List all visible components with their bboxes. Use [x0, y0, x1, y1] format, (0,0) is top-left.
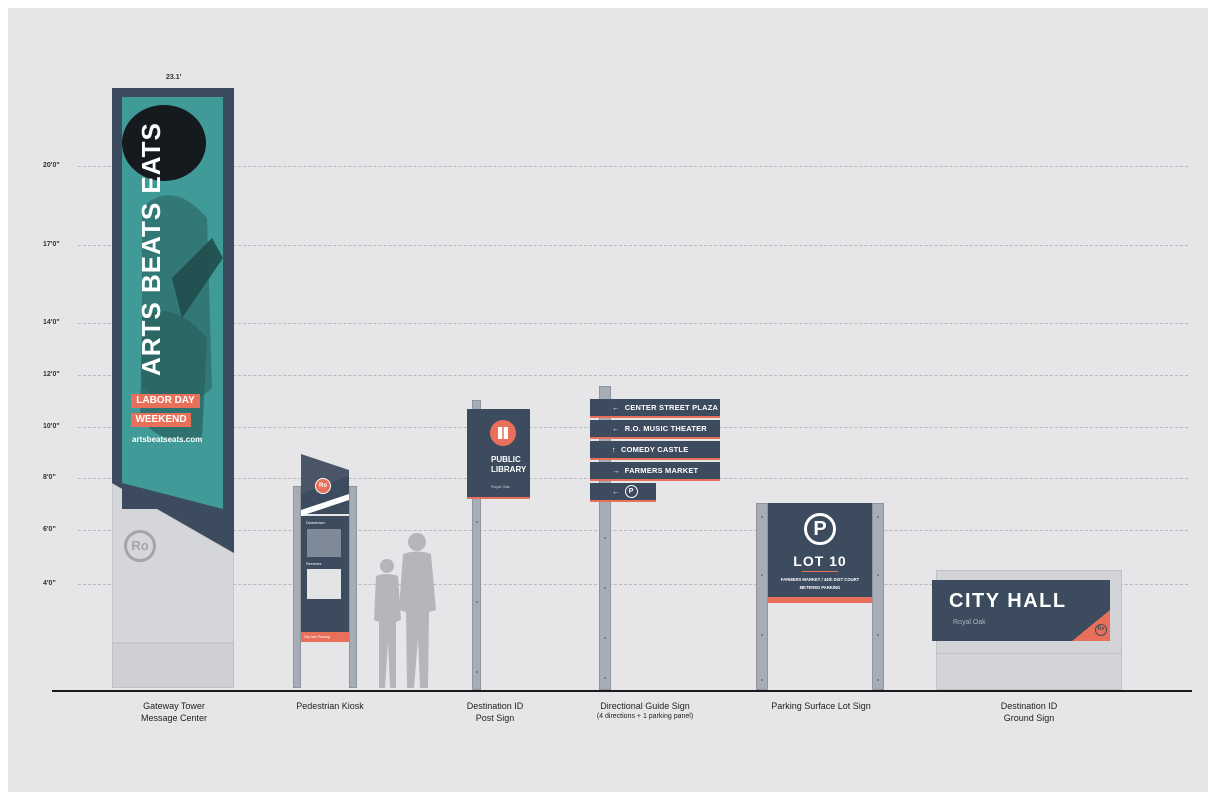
- arrow-left-icon: ←: [612, 487, 620, 496]
- caption-directional: Directional Guide Sign (4 directions + 1…: [575, 700, 715, 721]
- caption-parking-lot: Parking Surface Lot Sign: [756, 700, 886, 712]
- caption-gateway-tower: Gateway Tower Message Center: [119, 700, 229, 724]
- ground-sign-panel: [932, 580, 1110, 641]
- arrow-left-icon: ←: [612, 403, 620, 412]
- lot-line1: FARMERS MARKET / 44th DIST COURT: [780, 577, 860, 582]
- ground-sign-subtitle: Royal Oak: [953, 619, 986, 626]
- ground-sign-logo-icon: Ro: [1095, 624, 1107, 636]
- caption-line: Ground Sign: [1003, 713, 1055, 723]
- lot-post-left: [756, 503, 768, 690]
- parking-lot-sign: P LOT 10 FARMERS MARKET / 44th DIST COUR…: [756, 503, 886, 690]
- post-sign-line2: LIBRARY: [491, 465, 527, 474]
- gateway-tower: ARTS BEATS EATS LABOR DAY WEEKEND artsbe…: [112, 88, 234, 688]
- tower-height-dimension: 23.1': [166, 74, 182, 81]
- kiosk-map-panel: Downtown Services: [301, 516, 349, 632]
- height-label-14ft: 14'0": [43, 319, 60, 326]
- direction-label: CENTER STREET PLAZA: [624, 403, 719, 412]
- gridline-6ft: [78, 530, 1188, 531]
- kiosk-directory-list: [307, 569, 341, 599]
- caption-line: Directional Guide Sign: [600, 701, 690, 711]
- caption-line: Gateway Tower: [143, 701, 205, 711]
- height-label-20ft: 20'0": [43, 162, 60, 169]
- kiosk-post-right: [349, 486, 357, 688]
- royal-oak-logo-icon: Ro: [124, 530, 156, 562]
- direction-row: → FARMERS MARKET: [590, 462, 720, 481]
- arrow-left-icon: ←: [612, 424, 620, 433]
- height-label-17ft: 17'0": [43, 241, 60, 248]
- gridline-17ft: [78, 245, 1188, 246]
- caption-line: Destination ID: [1000, 701, 1058, 711]
- tower-url-text: artsbeatseats.com: [132, 435, 203, 444]
- caption-line: Pedestrian Kiosk: [296, 701, 364, 711]
- height-label-4ft: 4'0": [43, 580, 56, 587]
- gridline-4ft: [78, 584, 1188, 585]
- caption-line: Post Sign: [475, 713, 515, 723]
- post-sign-brand: Royal Oak: [491, 484, 510, 489]
- ground-sign-joint: [936, 653, 1122, 654]
- lot-divider: [802, 571, 838, 572]
- parking-p-icon: P: [804, 513, 836, 545]
- kiosk-logo-icon: Ro: [315, 478, 331, 494]
- parking-direction-row: ← P: [590, 483, 656, 502]
- kiosk-map-icon: [307, 529, 341, 557]
- lot-post-right: [872, 503, 884, 690]
- directional-guide-sign: ← CENTER STREET PLAZA ← R.O. MUSIC THEAT…: [590, 386, 730, 690]
- kiosk-heading-services: Services: [306, 561, 322, 566]
- tower-weekend-label: WEEKEND: [131, 413, 191, 427]
- direction-label: COMEDY CASTLE: [620, 445, 689, 454]
- lot-coral-strip: [768, 597, 872, 603]
- lot-sign-panel: P LOT 10 FARMERS MARKET / 44th DIST COUR…: [768, 503, 872, 601]
- direction-row: ← CENTER STREET PLAZA: [590, 399, 720, 418]
- lot-name: LOT 10: [793, 553, 847, 569]
- tower-banner-title: ARTS BEATS EATS: [136, 122, 166, 376]
- direction-label: R.O. MUSIC THEATER: [624, 424, 707, 433]
- kiosk-footer-strip: City Info Parking: [301, 632, 349, 642]
- elevation-diagram: 20'0" 17'0" 14'0" 12'0" 10'0" 8'0" 6'0" …: [8, 8, 1208, 792]
- gridline-20ft: [78, 166, 1188, 167]
- gridline-14ft: [78, 323, 1188, 324]
- caption-pedestrian-kiosk: Pedestrian Kiosk: [270, 700, 390, 712]
- ground-sign-title: CITY HALL: [949, 590, 1067, 612]
- arrow-up-icon: ↑: [612, 445, 616, 454]
- caption-line: Parking Surface Lot Sign: [771, 701, 871, 711]
- kiosk-post-left: [293, 486, 301, 688]
- person-silhouettes: [374, 533, 436, 688]
- lot-line2: METERED PARKING: [799, 585, 841, 590]
- direction-row: ↑ COMEDY CASTLE: [590, 441, 720, 460]
- book-icon: [490, 420, 516, 446]
- direction-row: ← R.O. MUSIC THEATER: [590, 420, 720, 439]
- destination-ground-sign: CITY HALL Royal Oak Ro: [932, 570, 1122, 690]
- caption-line-small: (4 directions + 1 parking panel): [596, 713, 694, 720]
- height-label-8ft: 8'0": [43, 474, 56, 481]
- caption-line: Destination ID: [466, 701, 524, 711]
- height-label-10ft: 10'0": [43, 423, 60, 430]
- post-sign-panel: PUBLIC LIBRARY Royal Oak: [467, 409, 530, 499]
- caption-ground-sign: Destination ID Ground Sign: [974, 700, 1084, 724]
- tower-labor-day-label: LABOR DAY: [131, 394, 200, 408]
- pedestrian-kiosk: Ro Downtown Services City Info Parking: [293, 454, 359, 688]
- gridline-12ft: [78, 375, 1188, 376]
- parking-icon: P: [624, 485, 638, 498]
- post-sign-line1: PUBLIC: [491, 455, 521, 464]
- ground-line: [52, 690, 1192, 692]
- kiosk-heading-downtown: Downtown: [306, 520, 325, 525]
- caption-line: Message Center: [140, 713, 208, 723]
- destination-post-sign: PUBLIC LIBRARY Royal Oak: [466, 400, 536, 690]
- caption-destination-post: Destination ID Post Sign: [440, 700, 550, 724]
- height-label-6ft: 6'0": [43, 526, 56, 533]
- tower-body-shape: [112, 88, 234, 688]
- height-label-12ft: 12'0": [43, 371, 60, 378]
- arrow-right-icon: →: [612, 466, 620, 475]
- direction-label: FARMERS MARKET: [624, 466, 699, 475]
